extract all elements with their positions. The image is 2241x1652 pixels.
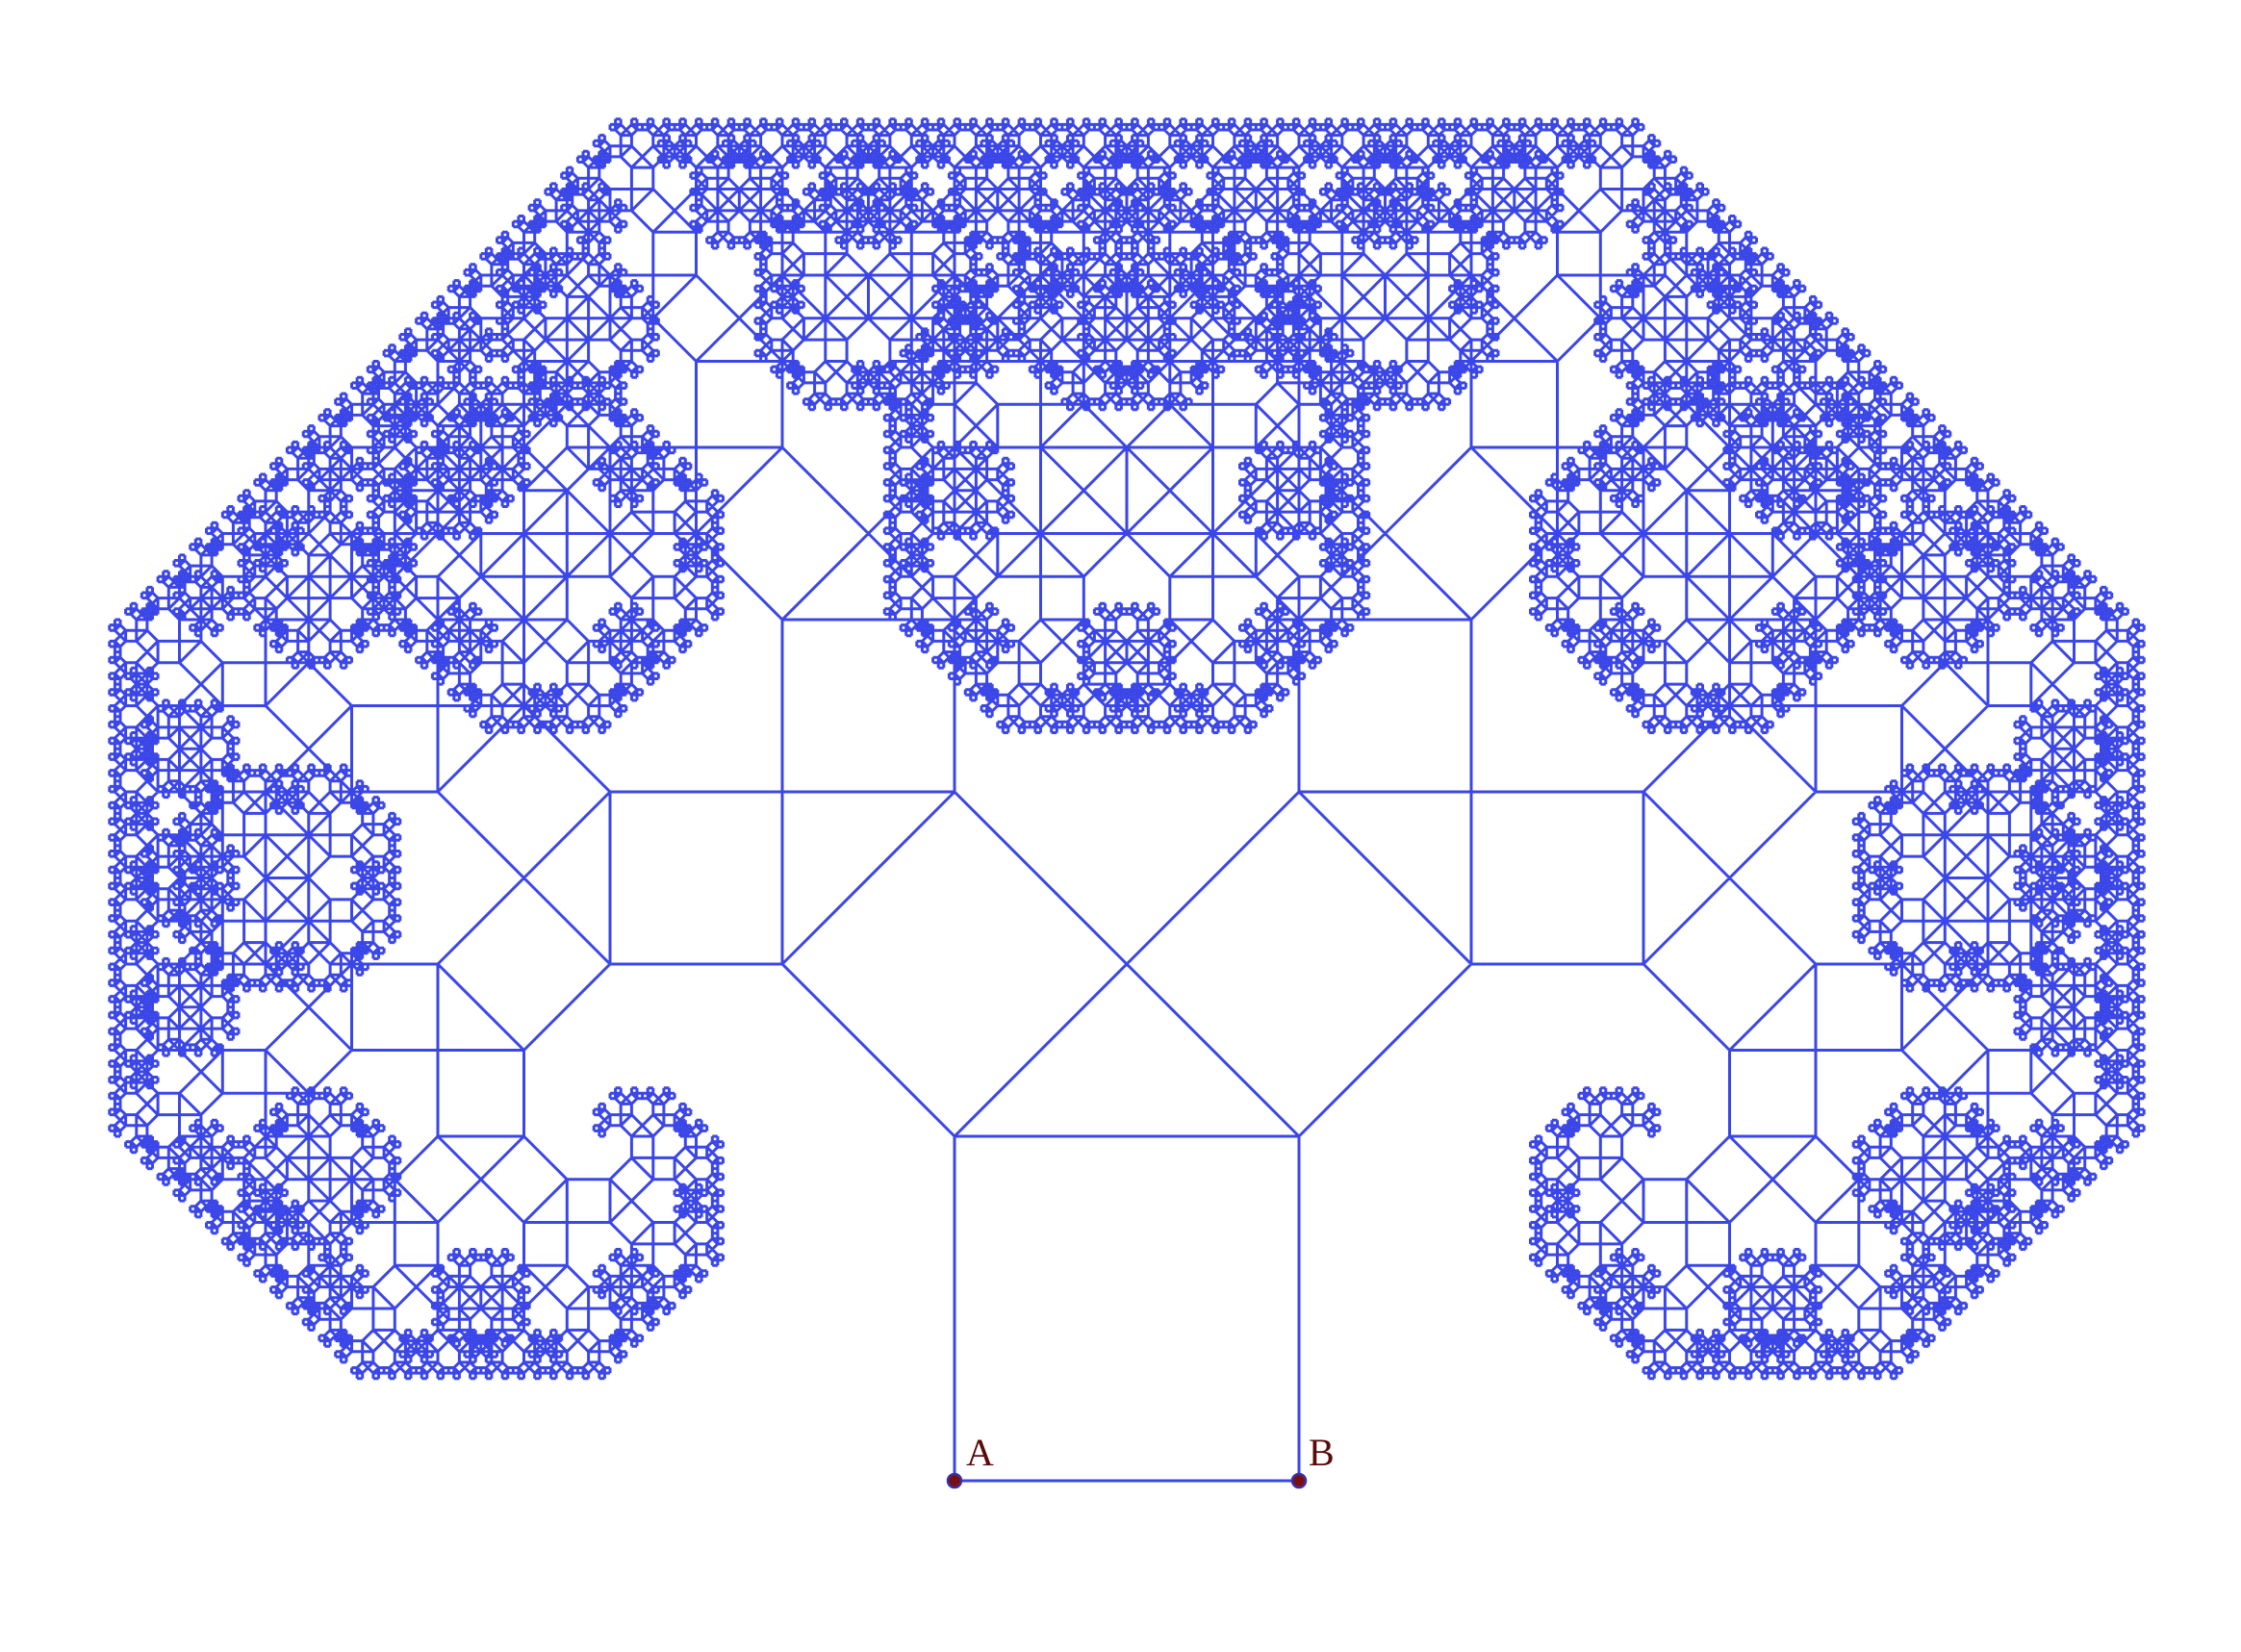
point-a-label: A bbox=[966, 1431, 994, 1474]
point-b[interactable] bbox=[1290, 1472, 1308, 1489]
fractal-tree bbox=[108, 117, 2146, 1483]
point-b-label: B bbox=[1309, 1431, 1335, 1474]
tree-squares bbox=[108, 117, 2146, 1483]
point-a[interactable] bbox=[946, 1472, 963, 1489]
base-points: A B bbox=[946, 1431, 1335, 1489]
